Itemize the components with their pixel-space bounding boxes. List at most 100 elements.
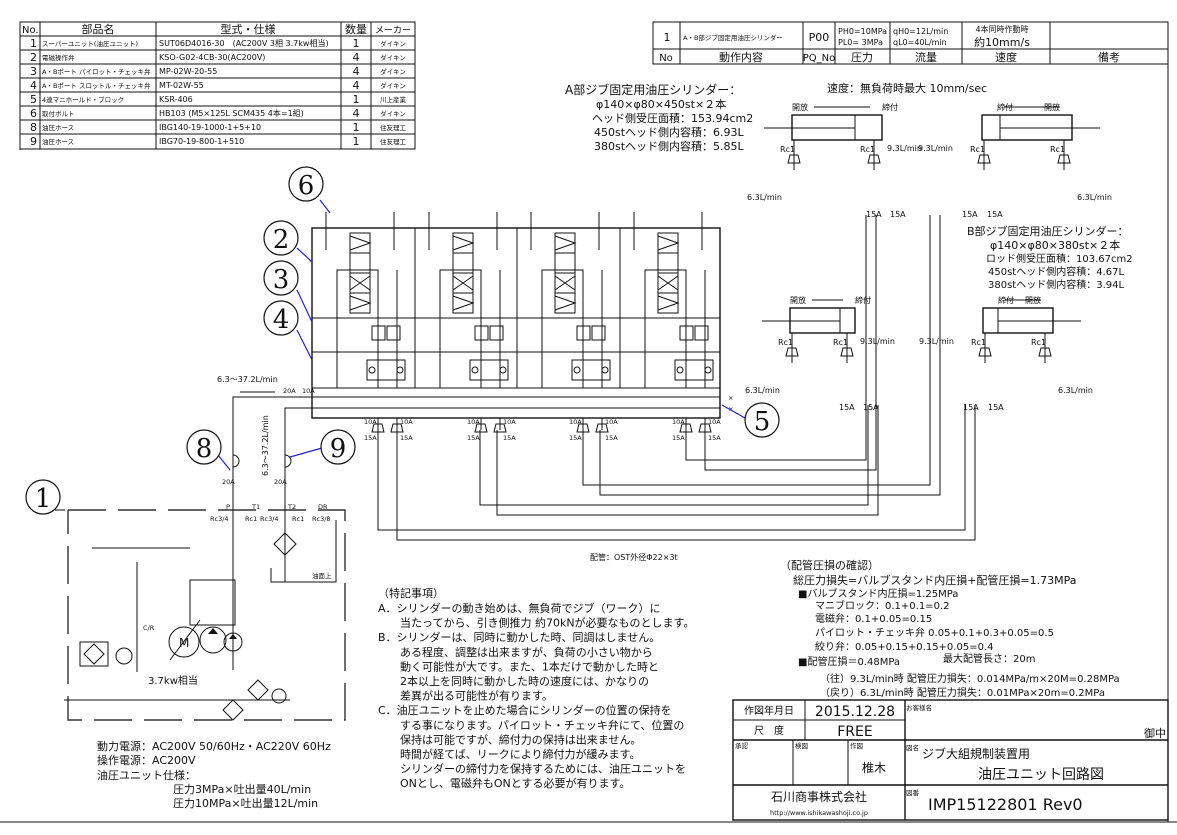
- fitting-icon: [785, 347, 799, 357]
- note-line: C．油圧ユニットを止めた場合にシリンダーの位置の保持を: [378, 703, 672, 717]
- part-name: 取付ボルト: [42, 109, 75, 118]
- part-qty: 4: [353, 65, 360, 78]
- cooler-icon: [83, 643, 105, 665]
- fitting-icon: [679, 423, 693, 433]
- suction-filter-icon: [222, 699, 244, 721]
- fitting-size-label: 10A: [605, 418, 618, 426]
- action-header-no: No: [659, 53, 673, 64]
- callout-number: 4: [273, 305, 290, 335]
- action-pressure-low: PL0= 3MPa: [838, 38, 883, 47]
- fitting-size-label: 10A: [302, 387, 315, 395]
- piping-note: 配管：OST外径Φ22×3t: [590, 552, 678, 562]
- piping-loss-item: （戻り）6.3L/min時 配管圧力損失：0.01MPa×20m=0.2MPa: [820, 686, 1105, 699]
- pilot-check-valve-icon: [474, 325, 489, 341]
- approve-label: 承認: [735, 741, 749, 750]
- cylinder-b-line: 380stヘッド側内容積：3.94L: [988, 278, 1124, 291]
- part-qty: 4: [353, 51, 360, 64]
- coupler-size-label: 15A: [866, 210, 882, 219]
- part-model: KSO-G02-4CB-30(AC200V): [159, 53, 265, 62]
- fitting-size-label: 15A: [605, 434, 618, 442]
- header-model: 型式・仕様: [221, 22, 276, 36]
- part-name: 油圧ホース: [42, 123, 74, 132]
- part-model: SUT06D4016-30 (AC200V 3相 3.7kw相当): [159, 38, 329, 48]
- customer-label: お客様名: [906, 703, 932, 712]
- callout-number: 6: [298, 171, 315, 201]
- action-pressure-high: PH0=10MPa: [838, 27, 887, 36]
- callouts: 6 2 3 4 5 8 9 1: [25, 166, 780, 515]
- header-part-name: 部品名: [82, 22, 115, 36]
- coupler-size-label: 15A: [987, 210, 1003, 219]
- coupler-size-label: 15A: [962, 210, 978, 219]
- coupler-size-label: 15A: [988, 403, 1004, 412]
- note-line: シリンダーの締付力を保持するためには、油圧ユニットを: [378, 762, 686, 776]
- callout-4: 4: [263, 300, 299, 336]
- coupler-size-label: 15A: [839, 403, 855, 412]
- port-size-label: Rc1: [778, 338, 793, 347]
- note-line: 動く可能性が大です。また、1本だけで動かした時と: [378, 659, 659, 673]
- valve-loss-item: パイロット・チェッキ弁 0.05+0.1+0.3+0.05=0.5: [815, 626, 1054, 639]
- flow-out-label: 9.3L/min: [918, 144, 953, 153]
- part-no: 6: [30, 107, 37, 120]
- pilot-check-valve-icon: [489, 325, 504, 341]
- fitting-size-label: 10A: [708, 418, 721, 426]
- port-size-label: Rc1: [780, 145, 795, 154]
- port-size-label: Rc1: [860, 145, 875, 154]
- pilot-check-valve-icon: [386, 325, 401, 341]
- fitting-size-label: 10A: [400, 418, 413, 426]
- fitting-size-label: 10A: [569, 418, 582, 426]
- note-line: B．シリンダーは、同時に動かした時、同調はしません。: [378, 630, 660, 644]
- action-flow-low: qL0=40L/min: [893, 38, 947, 47]
- power-spec-line: 動力電源：AC200V 50/60Hz・AC220V 60Hz: [97, 739, 331, 753]
- fitting-size-label: 10A: [503, 418, 516, 426]
- part-qty: 1: [353, 93, 360, 106]
- action-description: A・B部ジブ固定用油圧シリンダー: [683, 33, 783, 42]
- flow-out-label: 9.3L/min: [919, 337, 954, 346]
- unit-spec-line: 圧力10MPa×吐出量12L/min: [173, 796, 318, 810]
- piping-loss: ■配管圧損＝0.48MPa: [798, 655, 900, 668]
- pilot-check-valve-icon: [694, 325, 709, 341]
- pilot-check-valve-icon: [591, 325, 606, 341]
- fitting-icon: [787, 154, 801, 164]
- action-header-speed: 速度: [995, 50, 1017, 64]
- part-model: MP-02W-20-55: [159, 67, 217, 76]
- part-maker: ダイキン: [380, 81, 406, 90]
- fitting-icon: [474, 423, 488, 433]
- action-flow-high: qH0=12L/min: [893, 27, 948, 36]
- part-name: 電磁操作弁: [42, 53, 75, 62]
- drawing-date: 2015.12.28: [815, 704, 895, 720]
- unit-spec-line: 圧力3MPa×吐出量40L/min: [173, 782, 311, 796]
- fitting-icon: [698, 423, 712, 433]
- fitting-icon: [867, 154, 881, 164]
- cylinder-b-line: φ140×φ80×380st×２本: [990, 238, 1120, 252]
- open-direction-label: 開放: [792, 102, 808, 112]
- callout-number: 9: [330, 434, 347, 464]
- part-name: 油圧ホース: [42, 137, 74, 146]
- port-size-label: Rc1: [245, 515, 257, 523]
- part-name: A・Bポート スロットル・チェッキ弁: [42, 81, 151, 90]
- motor-icon: [168, 626, 200, 658]
- port-p-label: P: [226, 503, 230, 511]
- cylinder-b-title: B部ジブ固定用油圧シリンダー：: [967, 224, 1129, 238]
- part-maker: ダイキン: [380, 53, 406, 62]
- valve-stand-loss: ■バルブスタンド内圧損=1.25MPa: [798, 587, 958, 600]
- header-qty: 数量: [345, 23, 367, 36]
- part-model: HB103 (M5×125L SCM435 4本=1組): [159, 108, 304, 118]
- drawing-name-line1: ジブ大組規制装置用: [922, 746, 1030, 761]
- pilot-check-valve-icon: [679, 325, 694, 341]
- callout-number: 8: [196, 434, 213, 464]
- coupler-size-label: 15A: [890, 210, 906, 219]
- special-notes: （特記事項） A．シリンダーの動き始めは、無負荷でジブ（ワーク）に 当たってから…: [378, 586, 694, 790]
- header-no: No.: [22, 25, 39, 36]
- fitting-size-label: 15A: [503, 434, 516, 442]
- cylinder-b-line: ロッド側受圧面積：103.67cm2: [986, 252, 1133, 265]
- cylinder-a-spec: A部ジブ固定用油圧シリンダー： φ140×φ80×450st×２本 ヘッド側受圧…: [565, 82, 753, 153]
- note-line: する事になります。パイロット・チェッキ弁にて、位置の: [378, 718, 684, 732]
- fitting-size-label: 15A: [708, 434, 721, 442]
- drawing-number-label: 図番: [906, 789, 920, 797]
- callout-8: 8: [186, 429, 222, 465]
- drawing-scale: FREE: [837, 724, 872, 740]
